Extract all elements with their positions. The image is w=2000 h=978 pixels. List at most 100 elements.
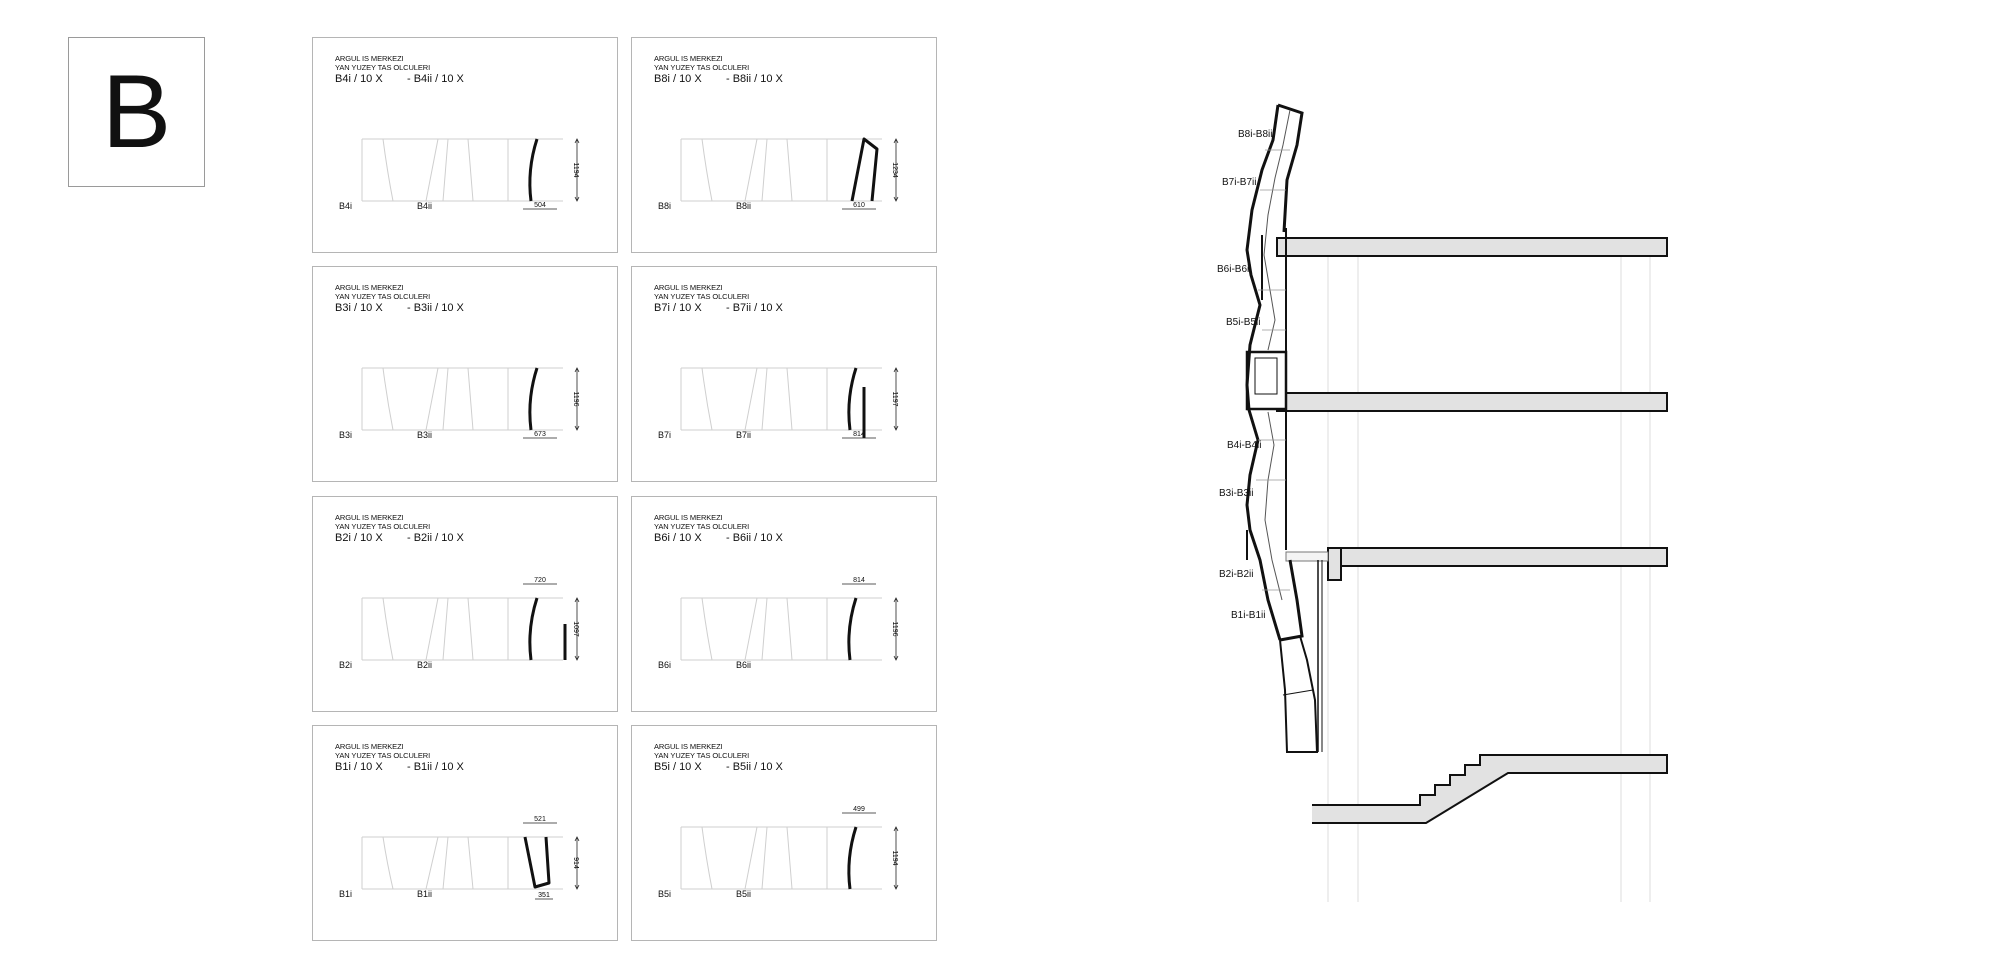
piece-header-i: B7i / 10 X <box>654 302 702 314</box>
height-dimension-value: 1194 <box>891 850 898 865</box>
project-title: ARGUL IS MERKEZI <box>654 513 723 522</box>
piece-header-ii: - B3ii / 10 X <box>407 302 464 314</box>
piece-i-outline <box>701 826 758 890</box>
dimension-arrows <box>574 836 580 890</box>
piece-i-outline <box>382 597 439 661</box>
piece-header-i: B6i / 10 X <box>654 532 702 544</box>
panel-drawing: 1234 610 <box>680 137 899 210</box>
piece-i-outline <box>701 367 758 431</box>
floor-slab-middle <box>1276 392 1668 412</box>
piece-ii-outline <box>761 597 828 661</box>
project-title: ARGUL IS MERKEZI <box>335 54 404 63</box>
piece-header-ii: - B1ii / 10 X <box>407 761 464 773</box>
piece-label-ii: B3ii <box>417 430 433 440</box>
drawing-subtitle: YAN YUZEY TAS OLCULERI <box>335 522 431 531</box>
sheet-letter-box: B <box>68 37 205 187</box>
piece-outline <box>680 138 882 202</box>
section-label: B7i-B7ii <box>1222 177 1256 188</box>
drawing-subtitle: YAN YUZEY TAS OLCULERI <box>335 292 431 301</box>
base-dimension-value: 351 <box>538 892 550 899</box>
dimension-arrows <box>893 367 899 431</box>
piece-header-i: B3i / 10 X <box>335 302 383 314</box>
stone-profile <box>528 367 539 431</box>
drawing-subtitle: YAN YUZEY TAS OLCULERI <box>654 292 750 301</box>
piece-label-ii: B6ii <box>736 660 752 670</box>
piece-header-i: B5i / 10 X <box>654 761 702 773</box>
piece-header-ii: - B4ii / 10 X <box>407 73 464 85</box>
stone-profile <box>528 138 539 202</box>
project-title: ARGUL IS MERKEZI <box>335 283 404 292</box>
project-title: ARGUL IS MERKEZI <box>654 283 723 292</box>
piece-label-i: B6i <box>658 660 672 670</box>
floor-slabs <box>1276 237 1668 581</box>
section-label: B3i-B3ii <box>1219 488 1253 499</box>
piece-header-ii: - B2ii / 10 X <box>407 532 464 544</box>
piece-ii-outline <box>442 367 509 431</box>
section-label: B4i-B4ii <box>1227 440 1261 451</box>
piece-header-i: B2i / 10 X <box>335 532 383 544</box>
panel-drawing: 1197 814 <box>680 367 899 439</box>
height-dimension-value: 1196 <box>891 621 898 636</box>
dimension-arrows <box>574 138 580 202</box>
dimension-arrows <box>893 597 899 661</box>
project-title: ARGUL IS MERKEZI <box>654 54 723 63</box>
section-label: B6i-B6ii <box>1217 264 1251 275</box>
dimension-arrows <box>574 367 580 431</box>
width-dimension-value: 610 <box>853 202 865 209</box>
section-label: B2i-B2ii <box>1219 569 1253 580</box>
dimension-arrows <box>893 826 899 890</box>
drawing-subtitle: YAN YUZEY TAS OLCULERI <box>335 63 431 72</box>
piece-label-i: B4i <box>339 201 353 211</box>
piece-label-ii: B1ii <box>417 889 433 899</box>
floor-slab-upper <box>1276 237 1668 257</box>
stone-profile <box>523 836 551 889</box>
section-label: B5i-B5ii <box>1226 317 1260 328</box>
stone-profile <box>847 826 858 890</box>
piece-header-ii: - B8ii / 10 X <box>726 73 783 85</box>
height-dimension-value: 1234 <box>891 162 898 178</box>
panel-drawing: 1196 814 <box>680 577 899 661</box>
dimension-arrows <box>893 138 899 202</box>
width-dimension-value: 504 <box>534 202 546 209</box>
piece-label-i: B8i <box>658 201 672 211</box>
width-dimension-value: 814 <box>853 577 865 584</box>
piece-i-outline <box>382 138 439 202</box>
floor-slab-lower <box>1339 547 1668 567</box>
piece-label-i: B7i <box>658 430 672 440</box>
height-dimension-value: 1197 <box>891 391 898 406</box>
dimension-arrows <box>574 597 580 661</box>
panel-drawing: 1194 504 <box>361 138 580 210</box>
drawing-subtitle: YAN YUZEY TAS OLCULERI <box>654 63 750 72</box>
piece-outline <box>361 836 563 890</box>
height-dimension-value: 1194 <box>572 162 579 177</box>
project-title: ARGUL IS MERKEZI <box>335 742 404 751</box>
piece-header-ii: - B6ii / 10 X <box>726 532 783 544</box>
width-dimension-value: 814 <box>853 431 865 438</box>
piece-header-ii: - B7ii / 10 X <box>726 302 783 314</box>
height-dimension-value: 914 <box>572 857 579 869</box>
stone-profile <box>847 367 858 431</box>
drawing-subtitle: YAN YUZEY TAS OLCULERI <box>654 522 750 531</box>
piece-label-ii: B4ii <box>417 201 433 211</box>
piece-label-i: B3i <box>339 430 353 440</box>
piece-label-ii: B2ii <box>417 660 433 670</box>
piece-ii-outline <box>761 367 828 431</box>
width-dimension-value: 521 <box>534 816 546 823</box>
panel-drawing: 914 521 351 <box>361 816 580 900</box>
project-title: ARGUL IS MERKEZI <box>335 513 404 522</box>
floor-box-detail <box>1245 350 1288 411</box>
piece-ii-outline <box>442 138 509 202</box>
piece-ii-outline <box>761 826 828 890</box>
height-dimension-value: 1196 <box>572 391 579 406</box>
stone-profile <box>847 597 858 661</box>
width-dimension-value: 720 <box>534 577 546 584</box>
piece-label-i: B5i <box>658 889 672 899</box>
